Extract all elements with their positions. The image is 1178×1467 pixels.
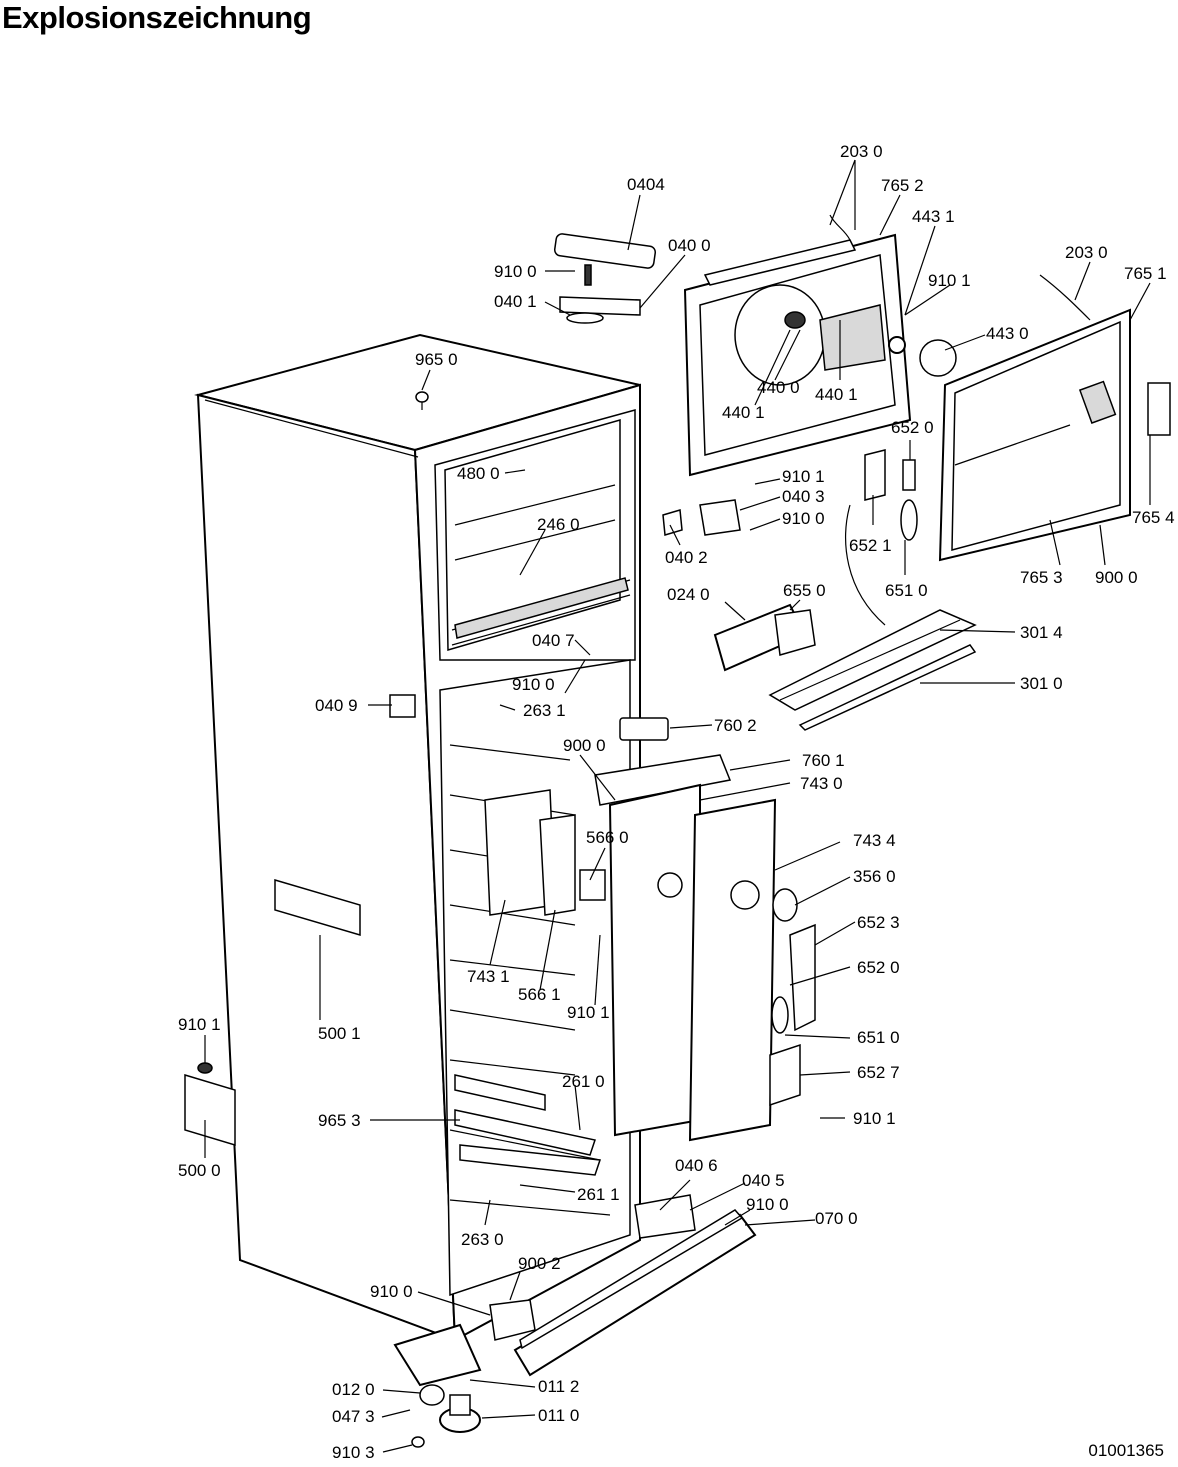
part-label-6520: 652 0 (891, 418, 934, 437)
page-title: Explosionszeichnung (2, 0, 312, 35)
part-label-7431: 743 1 (467, 967, 510, 986)
part-label-2630: 263 0 (461, 1230, 504, 1249)
part-label-3014: 301 4 (1020, 623, 1063, 642)
cabinet-body (194, 333, 641, 1342)
part-label-6510: 651 0 (885, 581, 928, 600)
part-label-5661: 566 1 (518, 985, 561, 1004)
leader-lines (204, 159, 1151, 1453)
part-label-5660: 566 0 (586, 828, 629, 847)
light-components (662, 449, 918, 672)
part-label-9100: 910 0 (746, 1195, 789, 1214)
part-label-2631: 263 1 (523, 701, 566, 720)
part-label-6521: 652 1 (849, 536, 892, 555)
part-label-9101: 910 1 (782, 467, 825, 486)
part-label-0404: 0404 (627, 175, 665, 194)
part-label-0473: 047 3 (332, 1407, 375, 1426)
part-label-7601: 760 1 (802, 751, 845, 770)
part-label-0700: 070 0 (815, 1209, 858, 1228)
part-label-9101: 910 1 (928, 271, 971, 290)
part-label-7653: 765 3 (1020, 568, 1063, 587)
part-label-2610: 261 0 (562, 1072, 605, 1091)
part-labels: 0404 040 0 910 0 040 1 203 0 765 2 443 1… (178, 142, 1175, 1462)
part-label-0112: 011 2 (538, 1377, 579, 1396)
part-label-2030: 203 0 (840, 142, 883, 161)
part-label-6550: 655 0 (783, 581, 826, 600)
document-number: 01001365 (1088, 1441, 1164, 1460)
part-label-9002: 900 2 (518, 1254, 561, 1273)
part-label-0409: 040 9 (315, 696, 358, 715)
part-label-0120: 012 0 (332, 1380, 375, 1399)
part-label-9653: 965 3 (318, 1111, 361, 1130)
part-label-6523: 652 3 (857, 913, 900, 932)
part-label-9101: 910 1 (567, 1003, 610, 1022)
part-label-0402: 040 2 (665, 548, 708, 567)
part-label-4430: 443 0 (986, 324, 1029, 343)
part-label-4401: 440 1 (815, 385, 858, 404)
part-label-4431: 443 1 (912, 207, 955, 226)
part-label-2611: 261 1 (577, 1185, 620, 1204)
part-label-9000: 900 0 (563, 736, 606, 755)
part-label-3560: 356 0 (853, 867, 896, 886)
part-label-0407: 040 7 (532, 631, 575, 650)
part-label-9103: 910 3 (332, 1443, 375, 1462)
part-label-7651: 765 1 (1124, 264, 1167, 283)
part-label-0400: 040 0 (668, 236, 711, 255)
part-label-5000: 500 0 (178, 1161, 221, 1180)
part-label-7602: 760 2 (714, 716, 757, 735)
part-label-0240: 024 0 (667, 585, 710, 604)
part-label-9100: 910 0 (512, 675, 555, 694)
part-label-9000: 900 0 (1095, 568, 1138, 587)
right-door-panel (919, 274, 1171, 562)
part-label-7430: 743 0 (800, 774, 843, 793)
part-label-9101: 910 1 (178, 1015, 221, 1034)
bottom-parts (184, 694, 757, 1448)
part-label-6520: 652 0 (857, 958, 900, 977)
part-label-6510: 651 0 (857, 1028, 900, 1047)
part-label-0405: 040 5 (742, 1171, 785, 1190)
part-label-0401: 040 1 (494, 292, 537, 311)
part-label-5001: 500 1 (318, 1024, 361, 1043)
part-label-9100: 910 0 (494, 262, 537, 281)
part-label-7434: 743 4 (853, 831, 896, 850)
part-label-9101: 910 1 (853, 1109, 896, 1128)
part-label-2030: 203 0 (1065, 243, 1108, 262)
part-label-9100: 910 0 (370, 1282, 413, 1301)
part-label-3010: 301 0 (1020, 674, 1063, 693)
part-label-4800: 480 0 (457, 464, 500, 483)
trim-strips (768, 609, 977, 731)
part-label-7654: 765 4 (1132, 508, 1175, 527)
upper-door-frame (683, 214, 912, 477)
part-label-0110: 011 0 (538, 1406, 579, 1425)
top-hinge-parts (553, 233, 657, 324)
part-label-4401: 440 1 (722, 403, 765, 422)
part-label-2460: 246 0 (537, 515, 580, 534)
part-label-6527: 652 7 (857, 1063, 900, 1082)
part-label-7652: 765 2 (881, 176, 924, 195)
part-label-9650: 965 0 (415, 350, 458, 369)
part-label-9100: 910 0 (782, 509, 825, 528)
part-label-0403: 040 3 (782, 487, 825, 506)
part-label-4400: 440 0 (757, 378, 800, 397)
part-label-0406: 040 6 (675, 1156, 718, 1175)
